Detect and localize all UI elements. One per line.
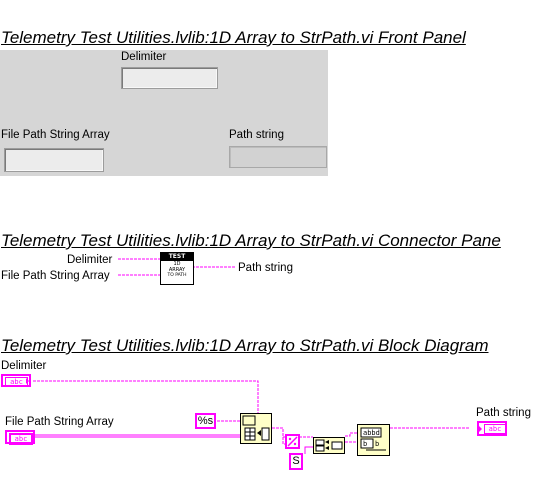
string-length-subtract-node[interactable] [313,437,345,454]
path-string-terminal[interactable]: abc [477,421,507,436]
vi-icon-text-3: TO PATH [167,273,187,278]
connector-pane-title: Telemetry Test Utilities.lvlib:1D Array … [1,231,501,250]
vi-icon[interactable]: TEST 1D ARRAY TO PATH [160,252,194,285]
file-path-array-terminal[interactable]: abc [5,430,35,445]
string-length-icon [287,436,298,447]
subtract-icon [315,439,343,452]
string-subset-node[interactable]: abbd b b [357,424,390,456]
svg-text:b: b [375,440,379,448]
s-string-constant[interactable]: S [289,453,303,470]
string-length-node[interactable] [285,434,300,449]
connector-delimiter-label: Delimiter [67,254,113,266]
delimiter-terminal[interactable]: abc [1,374,31,387]
array-to-spreadsheet-string-node[interactable] [240,413,272,444]
vi-icon-text-2: ARRAY [168,267,186,273]
bd-delimiter-label: Delimiter [1,360,47,372]
vi-icon-text-1: 1D [173,261,181,267]
file-path-array-control[interactable] [4,148,104,172]
svg-text:b: b [363,440,367,448]
string-subset-icon: abbd b b [360,427,386,451]
path-string-terminal-glyph: abc [484,424,506,434]
front-panel-title: Telemetry Test Utilities.lvlib:1D Array … [1,28,466,47]
vi-icon-banner: TEST [161,253,193,261]
path-string-indicator-label: Path string [229,129,284,141]
svg-text:abbd: abbd [363,429,380,437]
delimiter-control-label: Delimiter [121,51,167,63]
file-path-array-control-label: File Path String Array [1,129,110,141]
connector-array-label: File Path String Array [1,270,110,282]
terminal-arrow-icon [26,378,29,384]
delimiter-control[interactable] [121,67,218,89]
format-string-constant[interactable]: %s [195,413,216,429]
array-terminal-glyph: abc [9,433,33,445]
bd-path-string-label: Path string [476,407,531,419]
front-panel: Delimiter File Path String Array Path st… [0,50,328,176]
block-diagram-title: Telemetry Test Utilities.lvlib:1D Array … [1,336,489,355]
spreadsheet-icon [242,415,270,441]
path-string-indicator[interactable] [229,146,327,168]
delimiter-terminal-glyph: abc [5,377,28,387]
terminal-input-arrow-icon [479,426,482,432]
bd-array-label: File Path String Array [5,416,114,428]
connector-path-string-label: Path string [238,262,293,274]
